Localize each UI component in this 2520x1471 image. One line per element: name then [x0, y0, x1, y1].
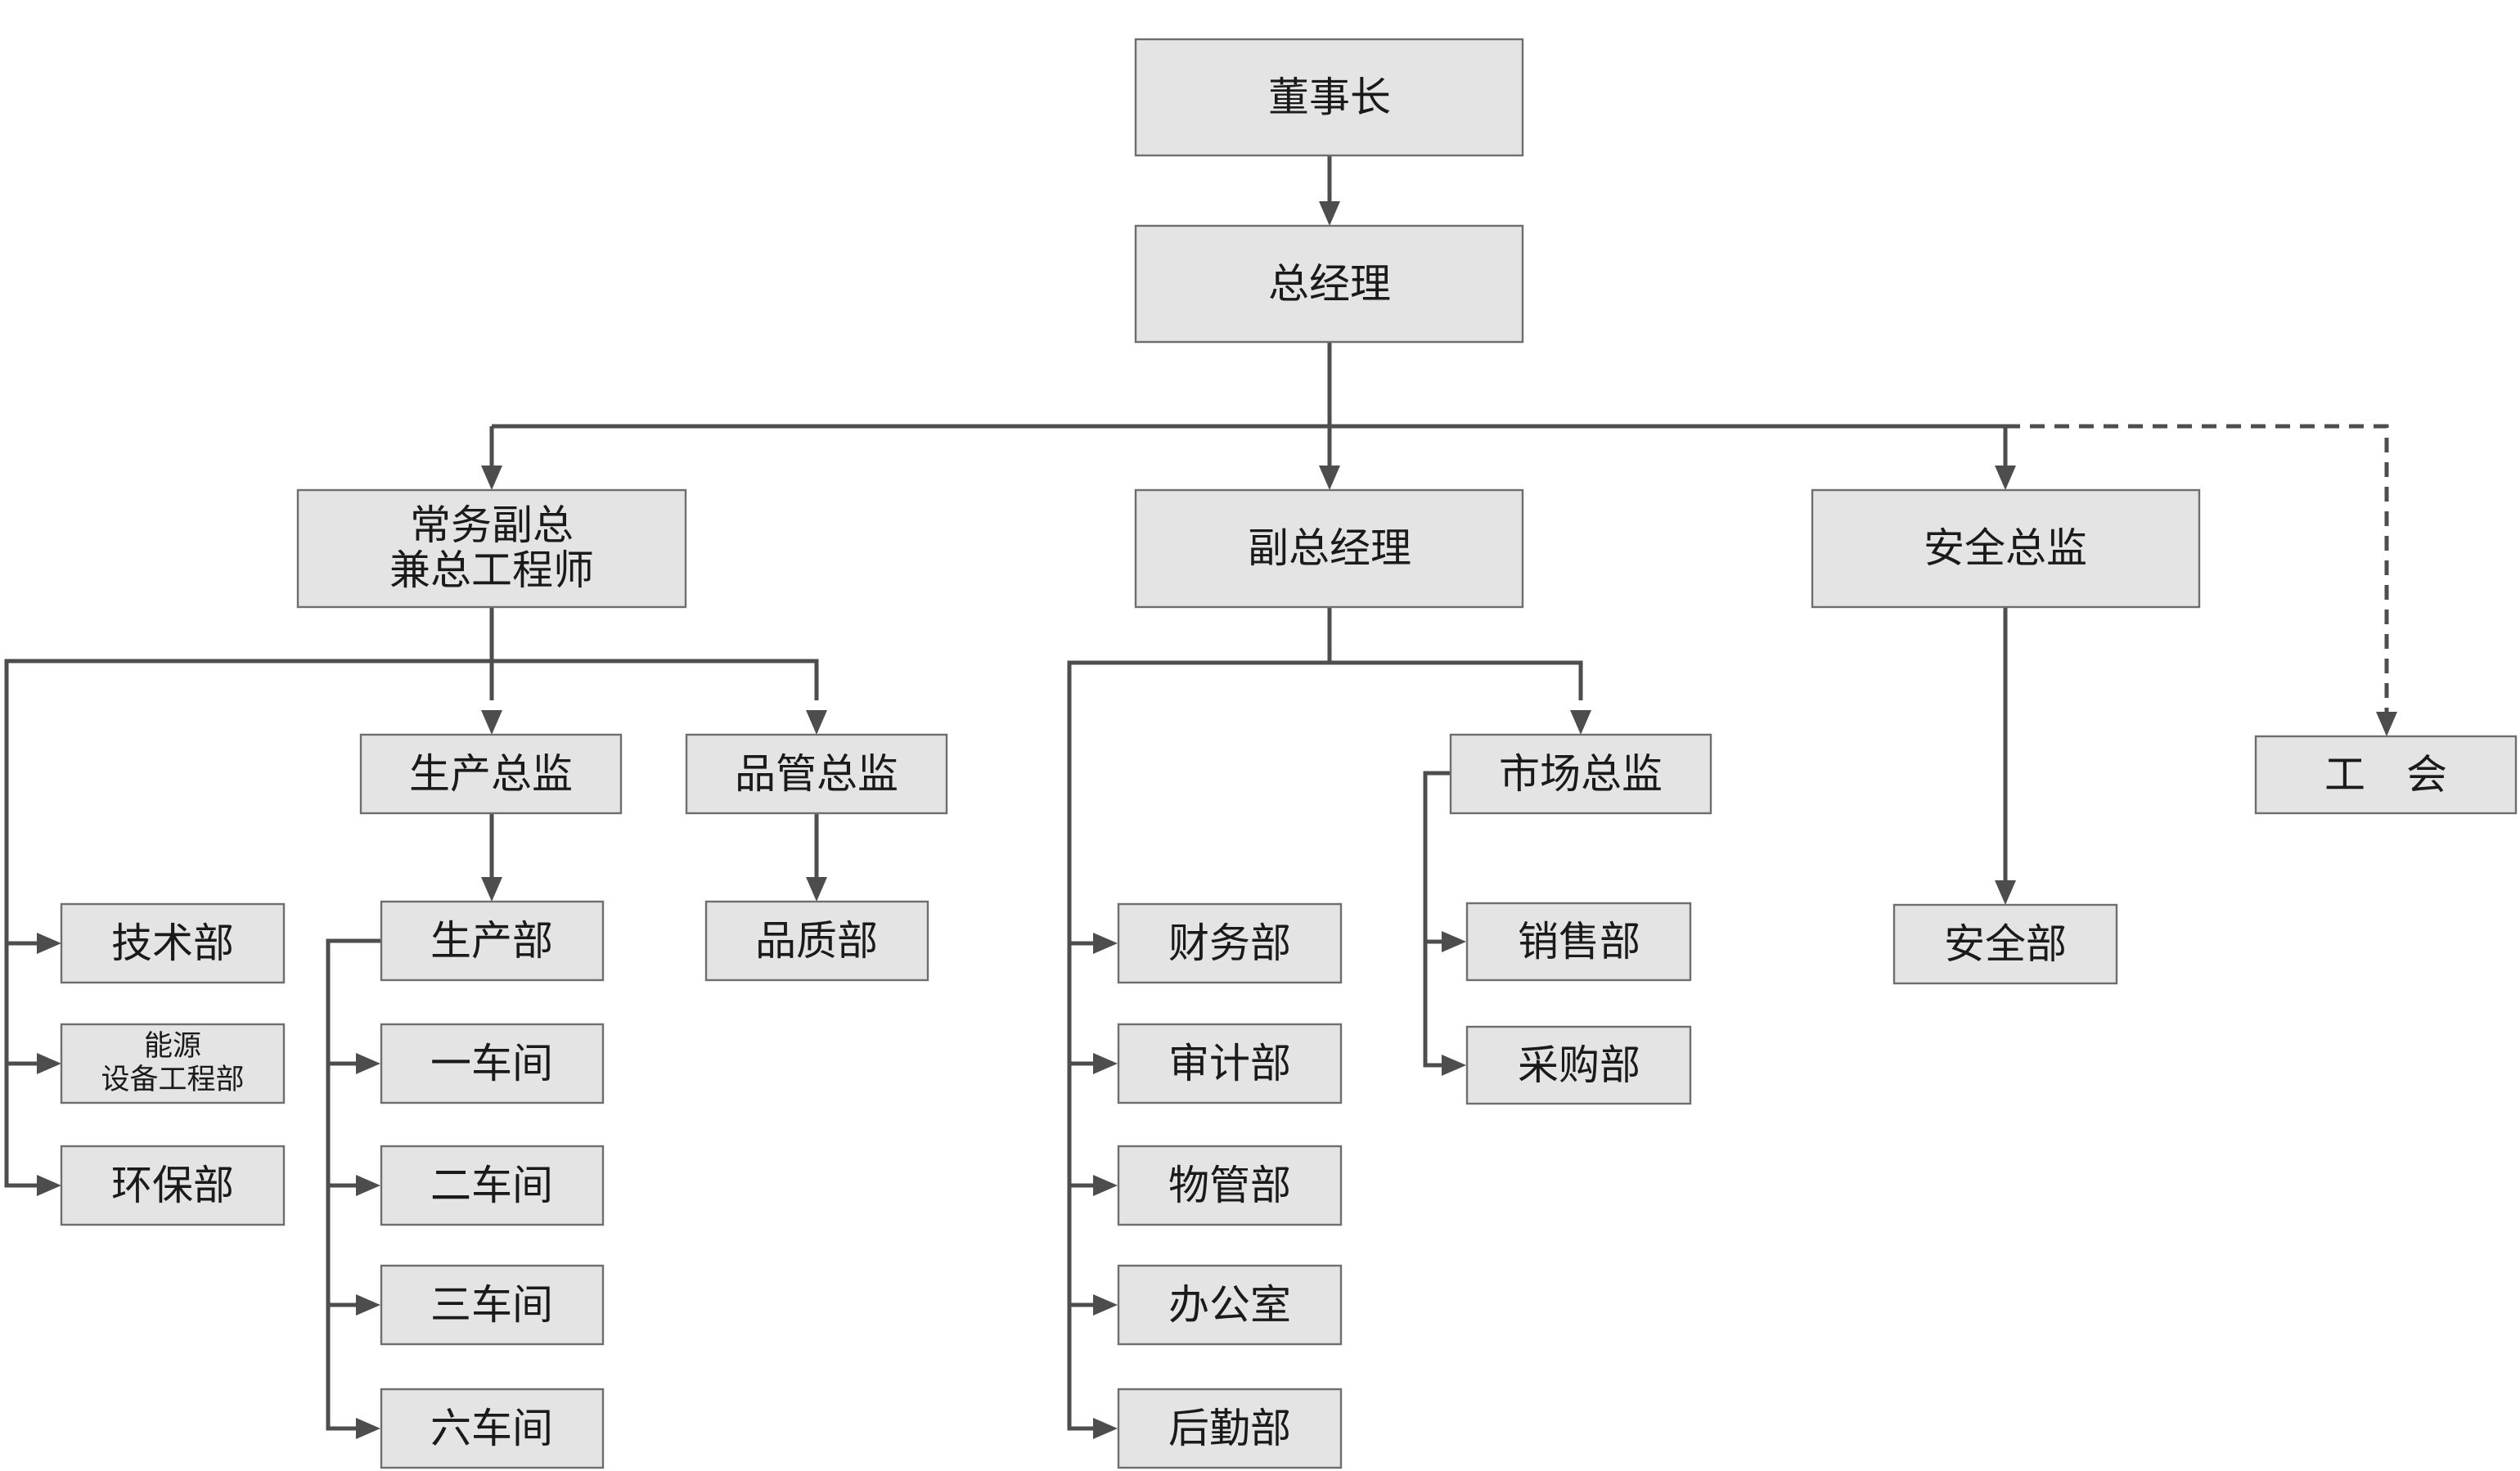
arrowhead [1995, 880, 2016, 905]
svg-text:审计部: 审计部 [1168, 1040, 1291, 1087]
arrowhead [37, 933, 61, 954]
svg-text:物管部: 物管部 [1168, 1162, 1291, 1209]
connectors [4, 155, 2389, 1431]
svg-text:采购部: 采购部 [1518, 1041, 1640, 1089]
arrowhead [356, 1175, 380, 1196]
arrowhead [481, 877, 502, 902]
svg-text:二车间: 二车间 [430, 1162, 553, 1209]
svg-text:能源: 能源 [144, 1030, 201, 1063]
svg-text:一车间: 一车间 [430, 1040, 553, 1087]
node-production-dept: 生产部 [380, 900, 605, 982]
node-exec-vp: 常务副总 兼总工程师 [296, 488, 687, 609]
union-dashed-line [2005, 424, 2389, 720]
svg-text:销售部: 销售部 [1518, 918, 1640, 965]
arrowhead [356, 1294, 380, 1316]
arrowhead [1442, 931, 1466, 952]
node-logistics-dept: 后勤部 [1117, 1388, 1343, 1469]
svg-text:安全总监: 安全总监 [1924, 524, 2087, 572]
node-general-manager: 总经理 [1134, 224, 1524, 344]
node-quality-director: 品管总监 [685, 733, 948, 815]
arrowhead [37, 1053, 61, 1074]
node-tech-dept: 技术部 [60, 902, 286, 984]
svg-text:三车间: 三车间 [430, 1281, 553, 1329]
node-audit-dept: 审计部 [1117, 1023, 1343, 1104]
arrowhead [806, 710, 827, 735]
node-workshop-6: 六车间 [380, 1388, 605, 1469]
node-quality-dept: 品质部 [704, 900, 929, 982]
node-marketing-director: 市场总监 [1449, 733, 1712, 815]
arrowhead [806, 877, 827, 902]
arrowheads [37, 201, 2397, 1439]
svg-text:品质部: 品质部 [755, 917, 878, 965]
node-energy-dept: 能源 设备工程部 [60, 1023, 286, 1104]
arrowhead [1319, 466, 1340, 490]
arrowhead [1093, 1175, 1118, 1196]
svg-text:市场总监: 市场总监 [1499, 750, 1663, 798]
node-workshop-2: 二车间 [380, 1145, 605, 1226]
arrowhead [1093, 933, 1118, 954]
arrowhead [356, 1418, 380, 1439]
arrowhead [37, 1175, 61, 1196]
arrowhead [481, 466, 502, 490]
arrowhead [1442, 1055, 1466, 1076]
node-production-director: 生产总监 [359, 733, 623, 815]
svg-text:总经理: 总经理 [1268, 260, 1391, 308]
node-safety-dept: 安全部 [1892, 903, 2118, 985]
arrowhead [1995, 466, 2016, 490]
node-office: 办公室 [1117, 1264, 1343, 1346]
arrowhead [481, 710, 502, 735]
svg-text:生产部: 生产部 [430, 917, 553, 965]
node-finance-dept: 财务部 [1117, 902, 1343, 984]
node-union: 工 会 [2254, 735, 2518, 815]
svg-text:六车间: 六车间 [430, 1405, 553, 1452]
arrowhead [1093, 1294, 1118, 1316]
svg-text:环保部: 环保部 [111, 1162, 234, 1209]
node-chairman: 董事长 [1134, 38, 1524, 157]
node-workshop-1: 一车间 [380, 1023, 605, 1104]
arrowhead [356, 1053, 380, 1074]
arrowhead [1570, 710, 1591, 735]
svg-text:品管总监: 品管总监 [735, 750, 898, 798]
svg-text:办公室: 办公室 [1168, 1281, 1291, 1329]
svg-text:后勤部: 后勤部 [1168, 1405, 1291, 1452]
svg-text:工 会: 工 会 [2324, 751, 2447, 798]
node-env-dept: 环保部 [60, 1145, 286, 1226]
node-safety-director: 安全总监 [1811, 488, 2201, 609]
svg-text:常务副总: 常务副总 [410, 502, 574, 549]
svg-text:技术部: 技术部 [111, 920, 234, 967]
arrowhead [1319, 201, 1340, 226]
node-sales-dept: 销售部 [1465, 902, 1692, 982]
node-deputy-gm: 副总经理 [1134, 488, 1524, 609]
svg-text:设备工程部: 设备工程部 [101, 1064, 244, 1096]
svg-text:财务部: 财务部 [1168, 920, 1291, 967]
arrowhead [1093, 1418, 1118, 1439]
svg-text:兼总工程师: 兼总工程师 [389, 547, 594, 594]
arrowhead [1093, 1053, 1118, 1074]
svg-text:安全部: 安全部 [1944, 920, 2067, 968]
node-workshop-3: 三车间 [380, 1264, 605, 1346]
arrowhead [2376, 712, 2397, 736]
svg-text:生产总监: 生产总监 [409, 750, 573, 798]
node-purchasing-dept: 采购部 [1465, 1025, 1692, 1105]
node-materials-dept: 物管部 [1117, 1145, 1343, 1226]
svg-text:副总经理: 副总经理 [1248, 524, 1411, 572]
svg-text:董事长: 董事长 [1268, 74, 1391, 121]
